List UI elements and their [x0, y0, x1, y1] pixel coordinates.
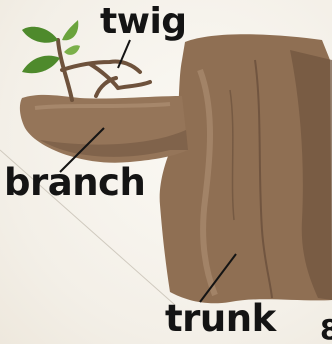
label-trunk: trunk	[165, 300, 276, 337]
label-twig: twig	[100, 4, 187, 40]
leaf-3	[62, 20, 78, 40]
label-branch: branch	[4, 164, 145, 201]
leaf-2	[22, 56, 60, 74]
leaf-4	[64, 45, 80, 55]
page-number: 8	[320, 316, 332, 344]
leaf-1	[22, 27, 58, 43]
